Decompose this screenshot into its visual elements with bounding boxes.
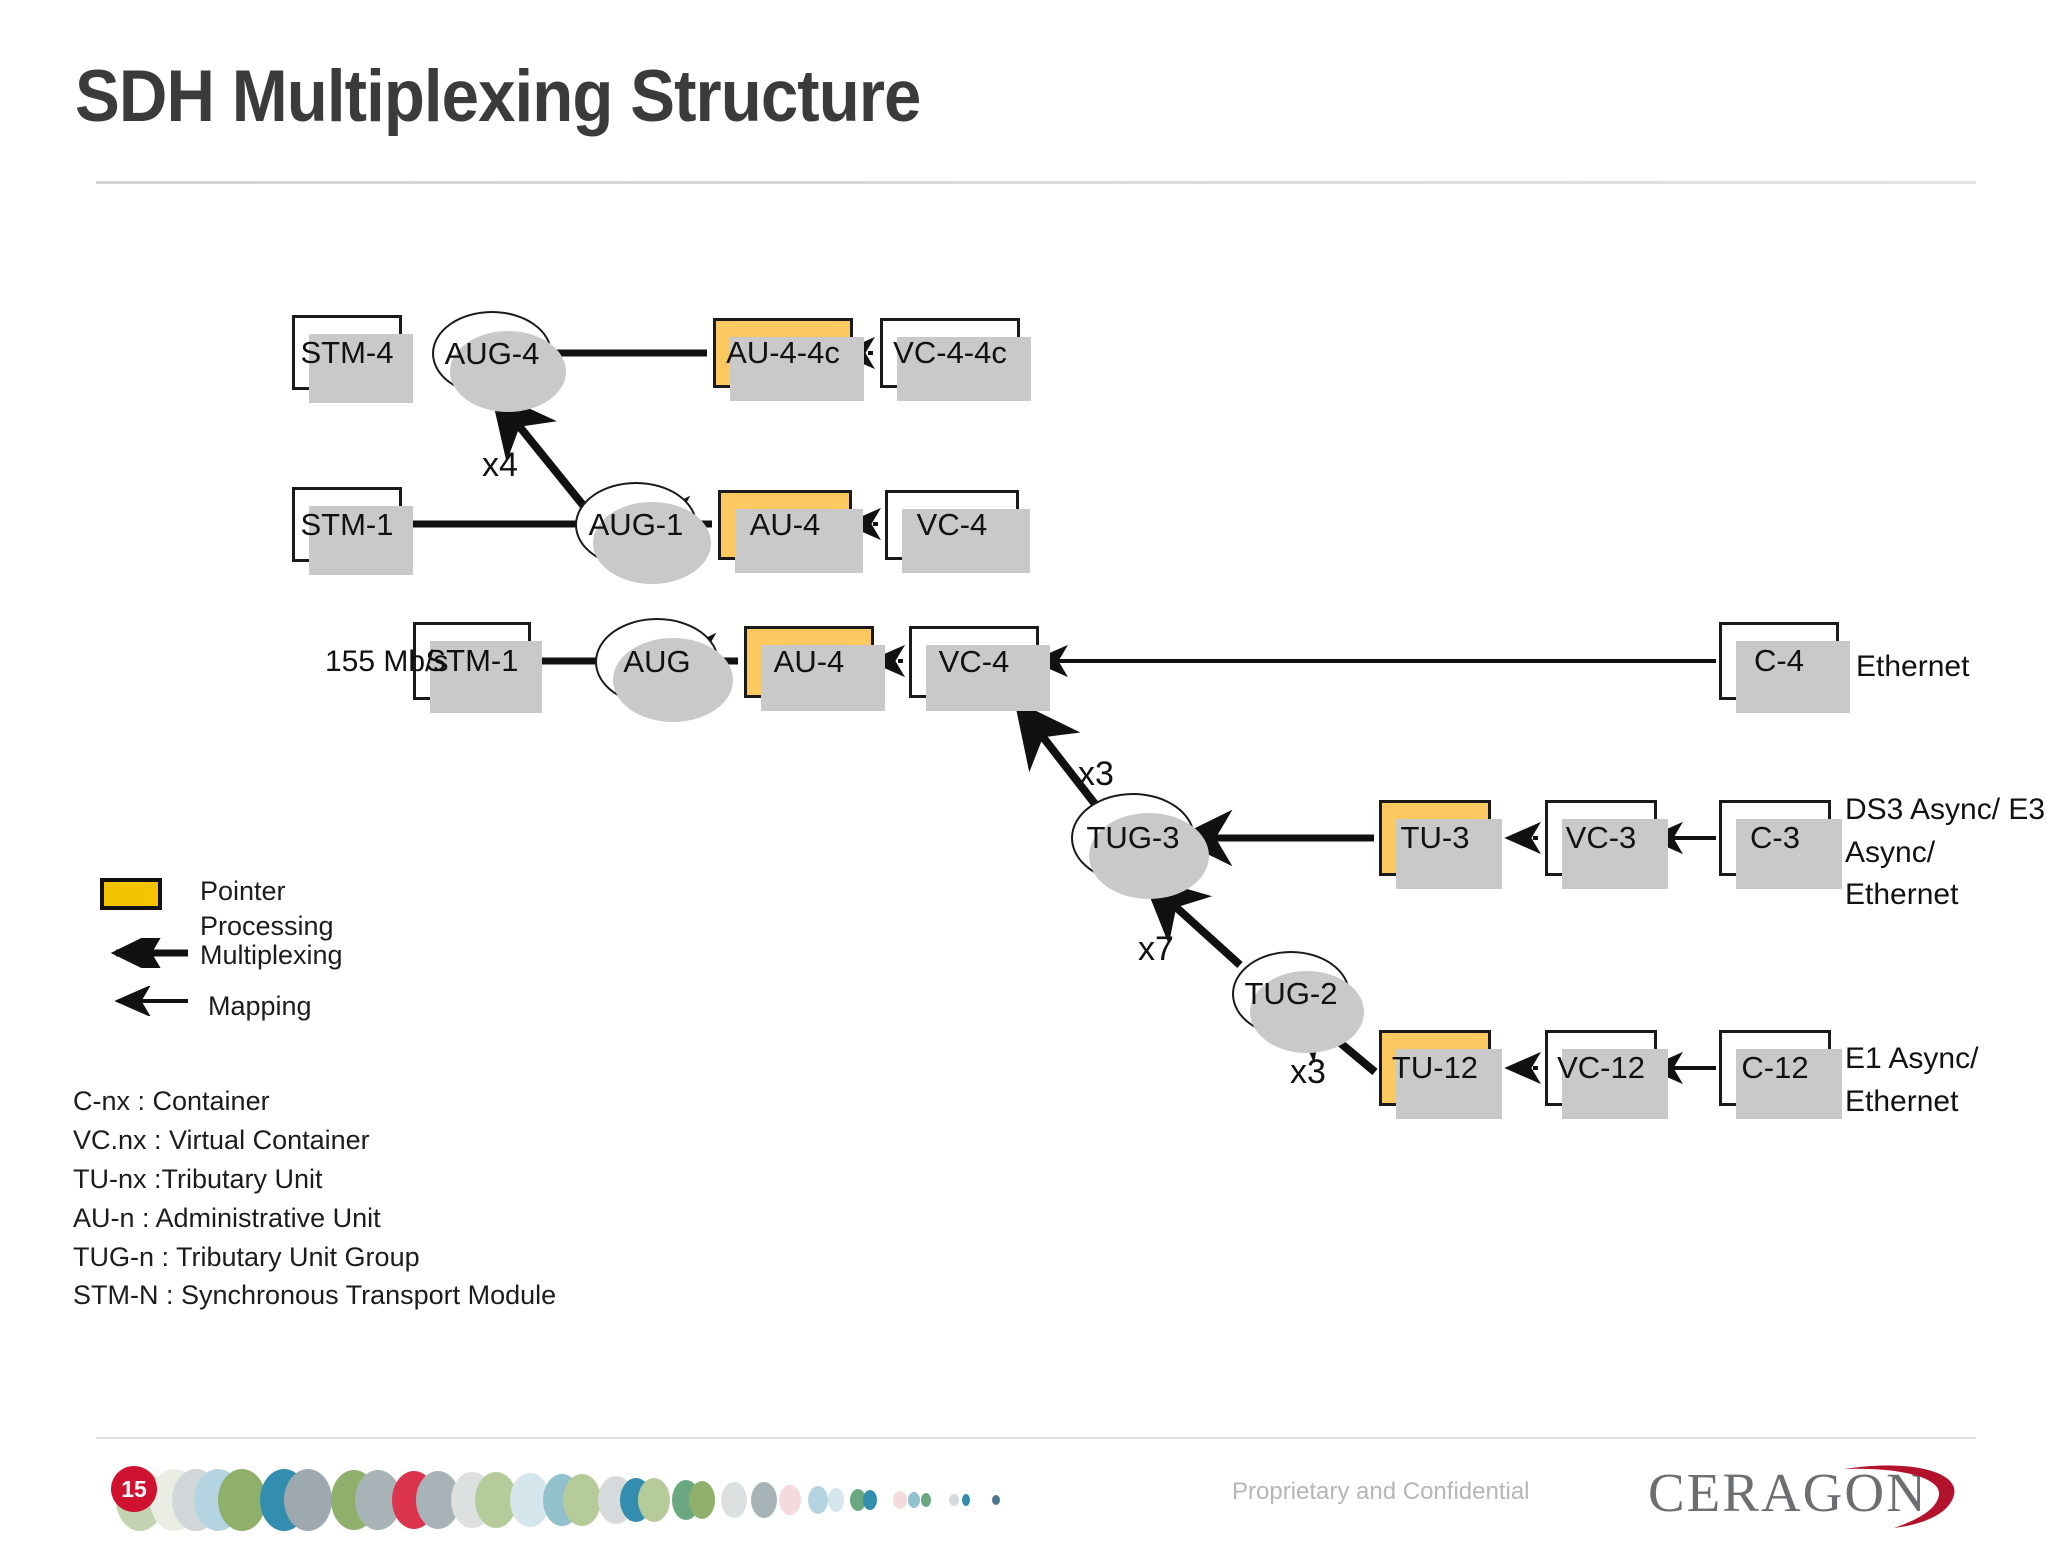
node-shadow: [1396, 819, 1502, 889]
node-label: AU-4: [749, 507, 821, 542]
abbreviation-item: TUG-n : Tributary Unit Group: [73, 1241, 420, 1272]
node-stm-1-row2[interactable]: STM-1: [292, 487, 413, 575]
multiplier-x3-tu12: x3: [1290, 1053, 1326, 1091]
multiplier-x3-vc4: x3: [1078, 755, 1114, 793]
node-label: AUG-1: [588, 507, 684, 542]
node-label: TUG-3: [1086, 820, 1180, 855]
node-shadow: [1736, 1049, 1842, 1119]
node-shadow: [735, 509, 863, 573]
node-c-4[interactable]: C-4: [1719, 622, 1850, 713]
node-tug-3[interactable]: TUG-3: [1071, 793, 1209, 899]
footer-divider: [96, 1437, 1976, 1439]
node-label: AUG: [623, 644, 691, 679]
header-divider: [96, 181, 1976, 184]
node-shadow: [761, 645, 885, 711]
node-vc-3[interactable]: VC-3: [1545, 800, 1668, 889]
node-au-4-row3[interactable]: AU-4: [744, 626, 885, 711]
legend-label: Mapping: [208, 991, 312, 1021]
node-aug[interactable]: AUG: [595, 618, 733, 722]
rate-label-155: 155 Mb/s: [325, 645, 449, 678]
node-vc-4-row3[interactable]: VC-4: [909, 626, 1050, 711]
node-label: AUG-4: [444, 335, 540, 371]
node-vc-4-4c[interactable]: VC-4-4c: [880, 318, 1031, 401]
node-label: STM-1: [300, 506, 394, 542]
node-shadow: [902, 509, 1030, 573]
node-aug-1[interactable]: AUG-1: [575, 482, 711, 584]
side-label-e1: E1 Async/ Ethernet: [1845, 1042, 1979, 1118]
node-label: TU-3: [1400, 820, 1470, 855]
node-tu-3[interactable]: TU-3: [1379, 800, 1502, 889]
ceragon-logo: CERAGON: [1648, 1455, 1978, 1535]
node-aug-4[interactable]: AUG-4: [432, 311, 566, 412]
node-label: TUG-2: [1244, 976, 1338, 1011]
page-number-badge: 15: [111, 1466, 157, 1512]
node-label: TU-12: [1391, 1050, 1479, 1085]
node-vc-4-row2[interactable]: VC-4: [885, 490, 1030, 573]
abbreviation-item: STM-N : Synchronous Transport Module: [73, 1280, 557, 1311]
node-shadow: [926, 645, 1050, 711]
node-vc-12[interactable]: VC-12: [1545, 1030, 1668, 1119]
node-c-3[interactable]: C-3: [1719, 800, 1842, 889]
logo-wordmark: CERAGON: [1648, 1462, 1928, 1523]
node-label: C-4: [1754, 643, 1804, 678]
node-au-4-row2[interactable]: AU-4: [718, 490, 863, 573]
abbreviation-item: AU-n : Administrative Unit: [73, 1202, 381, 1233]
confidentiality-notice: Proprietary and Confidential: [1232, 1478, 1530, 1505]
node-tug-2[interactable]: TUG-2: [1232, 951, 1364, 1053]
mapping-arrow-icon: [114, 986, 188, 1016]
node-shadow: [897, 337, 1031, 401]
logo-swoosh-icon: [1844, 1465, 1955, 1528]
multiplier-x7: x7: [1138, 930, 1174, 968]
abbreviation-item: TU-nx :Tributary Unit: [73, 1163, 323, 1194]
legend-label: Pointer Processing: [200, 876, 334, 941]
abbreviation-item: VC.nx : Virtual Container: [73, 1124, 370, 1155]
node-label: STM-4: [300, 334, 394, 370]
node-shadow: [1736, 819, 1842, 889]
node-label: C-3: [1750, 820, 1800, 855]
node-label: VC-4: [938, 644, 1010, 679]
decorative-dots: [116, 1469, 1000, 1531]
node-shadow: [1396, 1049, 1502, 1119]
node-label: VC-4-4c: [893, 335, 1007, 370]
node-stm-4[interactable]: STM-4: [292, 315, 413, 403]
node-tu-12[interactable]: TU-12: [1379, 1030, 1502, 1119]
legend-label: Multiplexing: [200, 940, 343, 970]
multiplexing-arrow-icon: [110, 938, 188, 968]
node-shadow: [1736, 641, 1850, 713]
abbreviation-item: C-nx : Container: [73, 1086, 270, 1116]
node-label: C-12: [1741, 1050, 1809, 1085]
page-title: SDH Multiplexing Structure: [75, 56, 921, 137]
abbreviations-list: C-nx : Container VC.nx : Virtual Contain…: [73, 1082, 556, 1315]
pointer-processing-swatch: [100, 878, 162, 910]
side-label-ds3: DS3 Async/ E3 Async/ Ethernet: [1845, 793, 2046, 912]
node-label: VC-4: [916, 507, 988, 542]
node-label: VC-12: [1557, 1050, 1645, 1085]
side-label-ethernet: Ethernet: [1856, 650, 1970, 683]
node-label: VC-3: [1565, 820, 1637, 855]
node-label: AU-4-4c: [726, 335, 840, 370]
node-label: AU-4: [773, 644, 845, 679]
node-c-12[interactable]: C-12: [1719, 1030, 1842, 1119]
multiplier-x4: x4: [482, 446, 518, 484]
node-au-4-4c[interactable]: AU-4-4c: [713, 318, 864, 401]
